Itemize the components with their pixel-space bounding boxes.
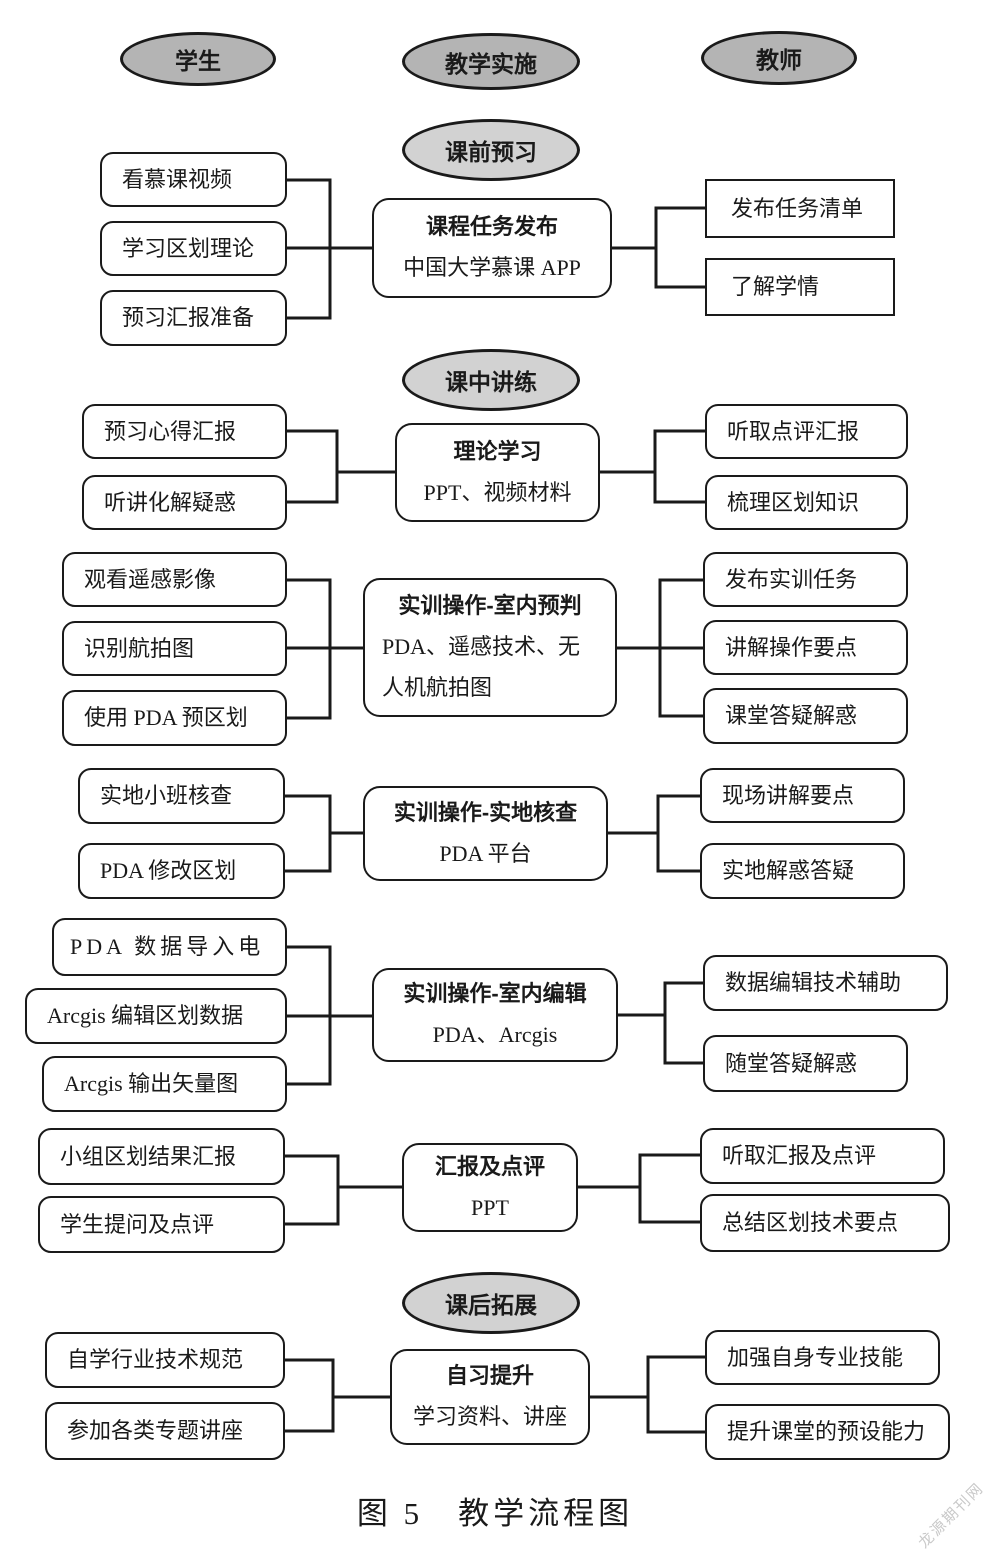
implementation-box: 自习提升 学习资料、讲座 <box>390 1349 590 1445</box>
figure-caption: 图 5 教学流程图 <box>356 1496 634 1531</box>
teacher-action-box: 讲解操作要点 <box>703 620 908 675</box>
implementation-title: 自习提升 <box>445 1363 534 1389</box>
implementation-box: 理论学习 PPT、视频材料 <box>395 423 600 522</box>
student-action-box: 识别航拍图 <box>62 621 287 676</box>
student-action-box: 小组区划结果汇报 <box>38 1128 285 1185</box>
implementation-box: 实训操作-室内编辑 PDA、Arcgis <box>372 968 618 1062</box>
teacher-action-box: 总结区划技术要点 <box>700 1194 950 1252</box>
teacher-action-box: 梳理区划知识 <box>705 475 908 530</box>
student-action-box: PDA 数据导入电 <box>52 918 287 976</box>
lane-ellipse-teacher: 教师 <box>701 31 857 85</box>
phase-ellipse-in-class: 课中讲练 <box>402 349 580 411</box>
teacher-action-box: 实地解惑答疑 <box>700 843 905 899</box>
implementation-title: 实训操作-室内预判 <box>398 593 582 619</box>
teacher-action-box: 提升课堂的预设能力 <box>705 1404 950 1460</box>
student-action-box: 学习区划理论 <box>100 221 287 276</box>
lane-ellipse-implementation: 教学实施 <box>402 33 580 90</box>
teacher-action-box: 数据编辑技术辅助 <box>703 955 948 1011</box>
teacher-action-box: 听取点评汇报 <box>705 404 908 459</box>
student-action-box: 学生提问及点评 <box>38 1196 285 1253</box>
student-action-box: 使用 PDA 预区划 <box>62 690 287 746</box>
implementation-subtitle: PDA、遥感技术、无人机航拍图 <box>382 634 581 700</box>
implementation-title: 实训操作-实地核查 <box>393 799 578 825</box>
student-action-box: 实地小班核查 <box>78 768 285 824</box>
implementation-subtitle: 中国大学慕课 APP <box>403 255 581 280</box>
teacher-action-box: 了解学情 <box>705 258 895 316</box>
implementation-subtitle: PDA 平台 <box>439 840 532 866</box>
student-action-box: 参加各类专题讲座 <box>45 1402 285 1460</box>
implementation-box: 实训操作-室内预判 PDA、遥感技术、无人机航拍图 <box>363 578 617 717</box>
student-action-box: Arcgis 输出矢量图 <box>42 1056 287 1112</box>
implementation-box: 实训操作-实地核查 PDA 平台 <box>363 786 608 881</box>
implementation-title: 理论学习 <box>453 438 542 464</box>
student-action-box: Arcgis 编辑区划数据 <box>25 988 287 1044</box>
implementation-title: 实训操作-室内编辑 <box>403 981 587 1007</box>
implementation-subtitle: PDA、Arcgis <box>432 1022 558 1047</box>
implementation-box: 课程任务发布 中国大学慕课 APP <box>372 198 612 298</box>
implementation-subtitle: PPT、视频材料 <box>423 479 572 505</box>
student-action-box: 观看遥感影像 <box>62 552 287 607</box>
teacher-action-box: 听取汇报及点评 <box>700 1128 945 1184</box>
teacher-action-box: 课堂答疑解惑 <box>703 688 908 744</box>
student-action-box: 听讲化解疑惑 <box>82 475 287 530</box>
student-action-box: 自学行业技术规范 <box>45 1332 285 1388</box>
teacher-action-box: 现场讲解要点 <box>700 768 905 823</box>
student-action-box: 看慕课视频 <box>100 152 287 207</box>
implementation-title: 课程任务发布 <box>425 214 558 240</box>
teacher-action-box: 发布任务清单 <box>705 179 895 238</box>
phase-ellipse-pre-class: 课前预习 <box>402 119 580 181</box>
teacher-action-box: 随堂答疑解惑 <box>703 1035 908 1092</box>
student-action-box: 预习汇报准备 <box>100 290 287 346</box>
implementation-subtitle: PPT <box>471 1194 509 1220</box>
implementation-box: 汇报及点评 PPT <box>402 1143 578 1232</box>
lane-ellipse-student: 学生 <box>120 32 276 86</box>
student-action-box: 预习心得汇报 <box>82 404 287 459</box>
teacher-action-box: 发布实训任务 <box>703 552 908 607</box>
student-action-box: PDA 修改区划 <box>78 843 285 899</box>
teacher-action-box: 加强自身专业技能 <box>705 1330 940 1385</box>
phase-ellipse-after-class: 课后拓展 <box>402 1272 580 1334</box>
implementation-title: 汇报及点评 <box>434 1153 545 1179</box>
implementation-subtitle: 学习资料、讲座 <box>412 1404 567 1429</box>
